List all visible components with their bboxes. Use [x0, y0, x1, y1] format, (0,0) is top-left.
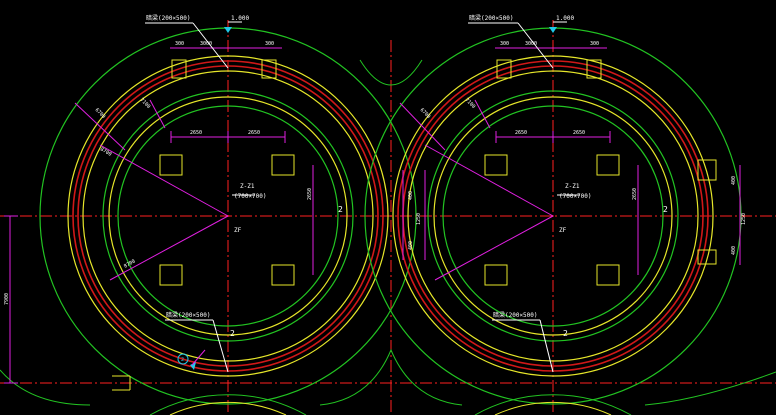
top-tag-left: 1.000	[231, 15, 249, 22]
beam-callout-bottom-right: 暗梁(200×500)	[493, 311, 538, 319]
dim-top-1: 300	[175, 41, 184, 47]
dim-v-1: 2650	[307, 188, 313, 200]
dim-radius-6: 8700	[123, 259, 136, 270]
dim-top-6: 300	[590, 41, 599, 47]
section-mark-3: 2	[663, 205, 668, 214]
section-mark-4: 2	[563, 329, 568, 338]
dim-side-2: 1250	[416, 213, 422, 225]
dim-left-side: 7900	[4, 293, 10, 305]
callout-leaders	[145, 21, 580, 373]
dim-h-3: 2650	[515, 130, 527, 136]
dim-side-3: 400	[408, 241, 414, 250]
dim-top-4: 300	[500, 41, 509, 47]
beam-callout-bottom-left: 暗梁(200×500)	[166, 311, 211, 319]
section-mark-1: 2	[338, 205, 343, 214]
column-tag-right-name: Z-Z1	[565, 183, 580, 190]
dim-side-6: 400	[731, 246, 737, 255]
marker-number: 2	[181, 357, 184, 363]
lower-tank-arcs	[0, 59, 776, 415]
center-label-left: ZF	[234, 227, 242, 234]
annotations: 暗梁(200×500) 暗梁(200×500) 暗梁(200×500) 暗梁(2…	[146, 14, 668, 363]
dim-h-1: 2650	[190, 130, 202, 136]
dim-radius-5: 8700	[99, 147, 112, 158]
column-tag-left-size: (700×700)	[234, 193, 267, 200]
dimension-lines	[4, 47, 741, 384]
radius-lines	[74, 99, 554, 281]
top-tag-right: 1.000	[556, 15, 574, 22]
column-tag-right-size: (700×700)	[559, 193, 592, 200]
beam-callout-top-left: 暗梁(200×500)	[146, 14, 191, 22]
dim-side-4: 400	[731, 176, 737, 185]
center-label-right: ZF	[559, 227, 567, 234]
tank-left	[39, 27, 417, 405]
dim-top-5: 3000	[525, 41, 537, 47]
dim-side-5: 1250	[741, 213, 747, 225]
dim-side-1: 400	[408, 191, 414, 200]
dim-top-2: 3000	[200, 41, 212, 47]
elevation-markers	[224, 27, 557, 33]
dim-h-4: 2650	[573, 130, 585, 136]
dim-v-2: 2650	[632, 188, 638, 200]
dim-top-3: 300	[265, 41, 274, 47]
dimension-texts: 2650 2650 2650 2650 2650 2650 7900 300 3…	[4, 41, 747, 305]
column-tag-left-name: Z-Z1	[240, 183, 255, 190]
section-mark-2: 2	[230, 329, 235, 338]
dim-h-2: 2650	[248, 130, 260, 136]
detail-marker[interactable]	[177, 349, 206, 370]
beam-callout-top-right: 暗梁(200×500)	[469, 14, 514, 22]
